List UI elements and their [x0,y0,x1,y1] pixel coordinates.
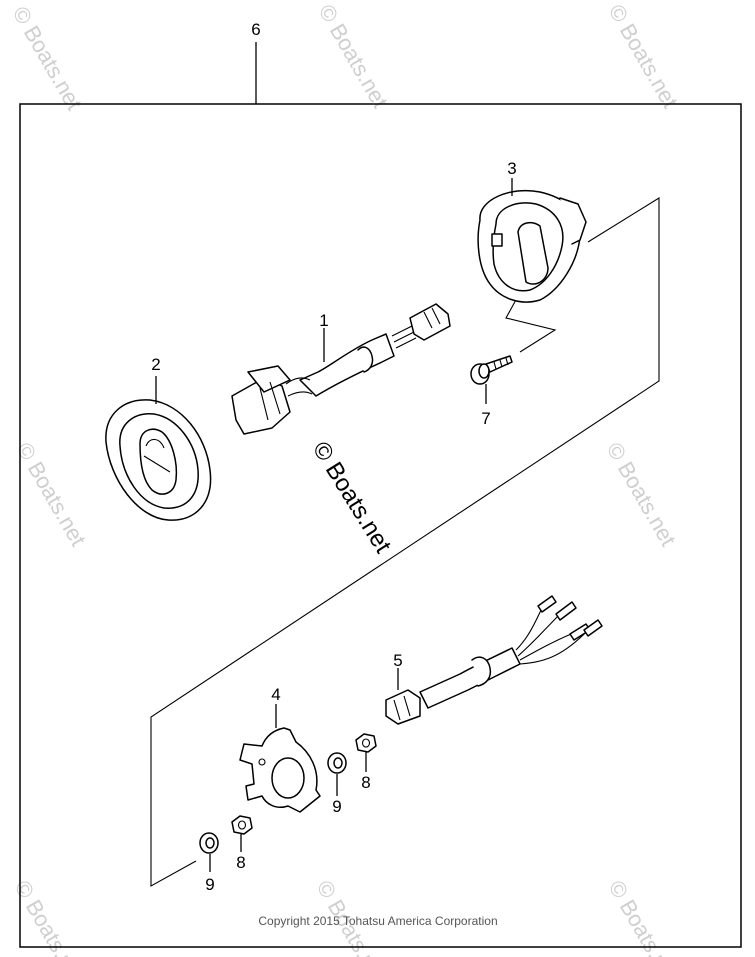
copyright-text: Copyright 2015 Tohatsu America Corporati… [258,914,497,928]
kit-frame [19,103,742,948]
watermark-main: © Boats.net [307,437,397,558]
callout-6: 6 [251,20,260,39]
callout-5: 5 [393,651,402,670]
nut-part-8-lower [231,815,253,835]
watermark-top-left: © Boats.net [8,2,87,114]
switch-bezel-part-2 [105,399,212,521]
callout-9-upper: 9 [332,797,341,816]
watermark-top-center: © Boats.net [314,0,393,112]
spring-washer-part-9-lower [199,832,219,854]
watermark-bottom-left: © Boats.net [10,876,89,957]
callout-7: 7 [481,409,490,428]
watermark-mid-right: © Boats.net [602,438,681,550]
callout-1: 1 [319,311,328,330]
spring-washer-part-9-upper [327,752,347,774]
watermark-bottom-right: © Boats.net [604,876,683,957]
mounting-plate-part-4 [239,727,321,813]
wire-harness-part-5 [385,595,603,725]
callout-2: 2 [151,355,160,374]
callout-9-lower: 9 [205,875,214,894]
lamp-housing-part-3 [477,189,587,303]
screw-part-7 [470,355,513,385]
callout-8-upper: 8 [361,773,370,792]
watermark-mid-left: © Boats.net [12,438,91,550]
callout-4: 4 [271,685,280,704]
watermark-top-right: © Boats.net [604,0,683,112]
nut-part-8-upper [355,733,377,753]
switch-harness-part-1 [231,303,451,435]
subframe-leader-3 [505,286,557,353]
callout-8-lower: 8 [236,853,245,872]
subframe-outline [150,197,660,887]
callout-3: 3 [507,159,516,178]
